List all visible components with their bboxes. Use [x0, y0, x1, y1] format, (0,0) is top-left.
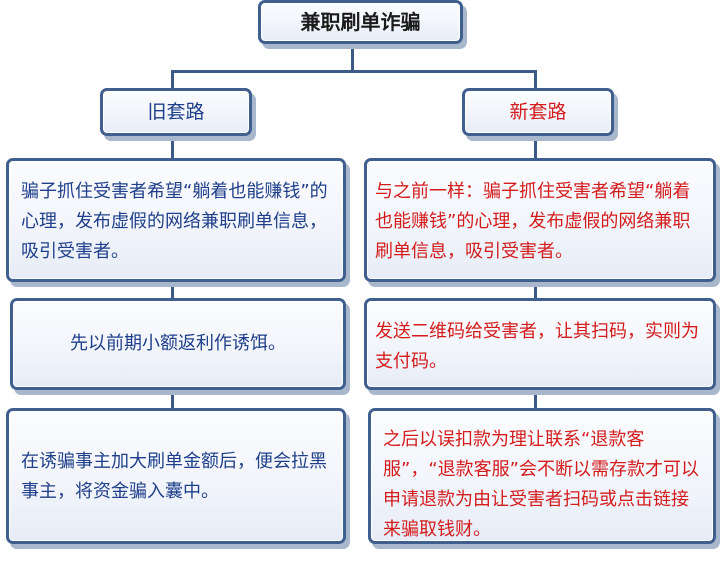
- old-step-2-text: 先以前期小额返利作诱饵。: [70, 333, 286, 354]
- diagram-title-text: 兼职刷单诈骗: [300, 10, 421, 34]
- old-step-3: 在诱骗事主加大刷单金额后，便会拉黑事主，将资金骗入囊中。: [6, 408, 346, 544]
- old-step-3-text: 在诱骗事主加大刷单金额后，便会拉黑事主，将资金骗入囊中。: [21, 451, 327, 502]
- new-method-header: 新套路: [462, 88, 614, 136]
- new-method-header-text: 新套路: [509, 101, 567, 123]
- new-step-2-text: 发送二维码给受害者，让其扫码，实则为支付码。: [375, 321, 699, 372]
- right-connector-1: [534, 136, 537, 158]
- left-connector-3: [171, 390, 174, 408]
- right-connector-3: [534, 390, 537, 408]
- diagram-title: 兼职刷单诈骗: [258, 0, 463, 44]
- new-step-3-text: 之后以误扣款为理让联系“退款客服”，“退款客服”会不断以需存款才可以申请退款为由…: [383, 429, 699, 540]
- right-connector-2: [534, 282, 537, 298]
- title-connector: [351, 44, 354, 72]
- old-method-header: 旧套路: [100, 88, 252, 136]
- left-connector-1: [171, 136, 174, 158]
- branch-connector: [171, 70, 537, 73]
- new-step-1: 与之前一样：骗子抓住受害者希望“躺着也能赚钱”的心理，发布虚假的网络兼职刷单信息…: [364, 158, 716, 282]
- old-step-2: 先以前期小额返利作诱饵。: [10, 298, 346, 390]
- new-step-2: 发送二维码给受害者，让其扫码，实则为支付码。: [364, 298, 716, 390]
- new-step-1-text: 与之前一样：骗子抓住受害者希望“躺着也能赚钱”的心理，发布虚假的网络兼职刷单信息…: [375, 181, 691, 262]
- old-method-header-text: 旧套路: [147, 101, 205, 123]
- left-connector-2: [171, 282, 174, 298]
- old-step-1: 骗子抓住受害者希望“躺着也能赚钱”的心理，发布虚假的网络兼职刷单信息，吸引受害者…: [6, 158, 346, 282]
- old-step-1-text: 骗子抓住受害者希望“躺着也能赚钱”的心理，发布虚假的网络兼职刷单信息，吸引受害者…: [21, 181, 328, 262]
- left-drop-connector: [171, 70, 174, 90]
- new-step-3: 之后以误扣款为理让联系“退款客服”，“退款客服”会不断以需存款才可以申请退款为由…: [368, 408, 716, 544]
- right-drop-connector: [534, 70, 537, 90]
